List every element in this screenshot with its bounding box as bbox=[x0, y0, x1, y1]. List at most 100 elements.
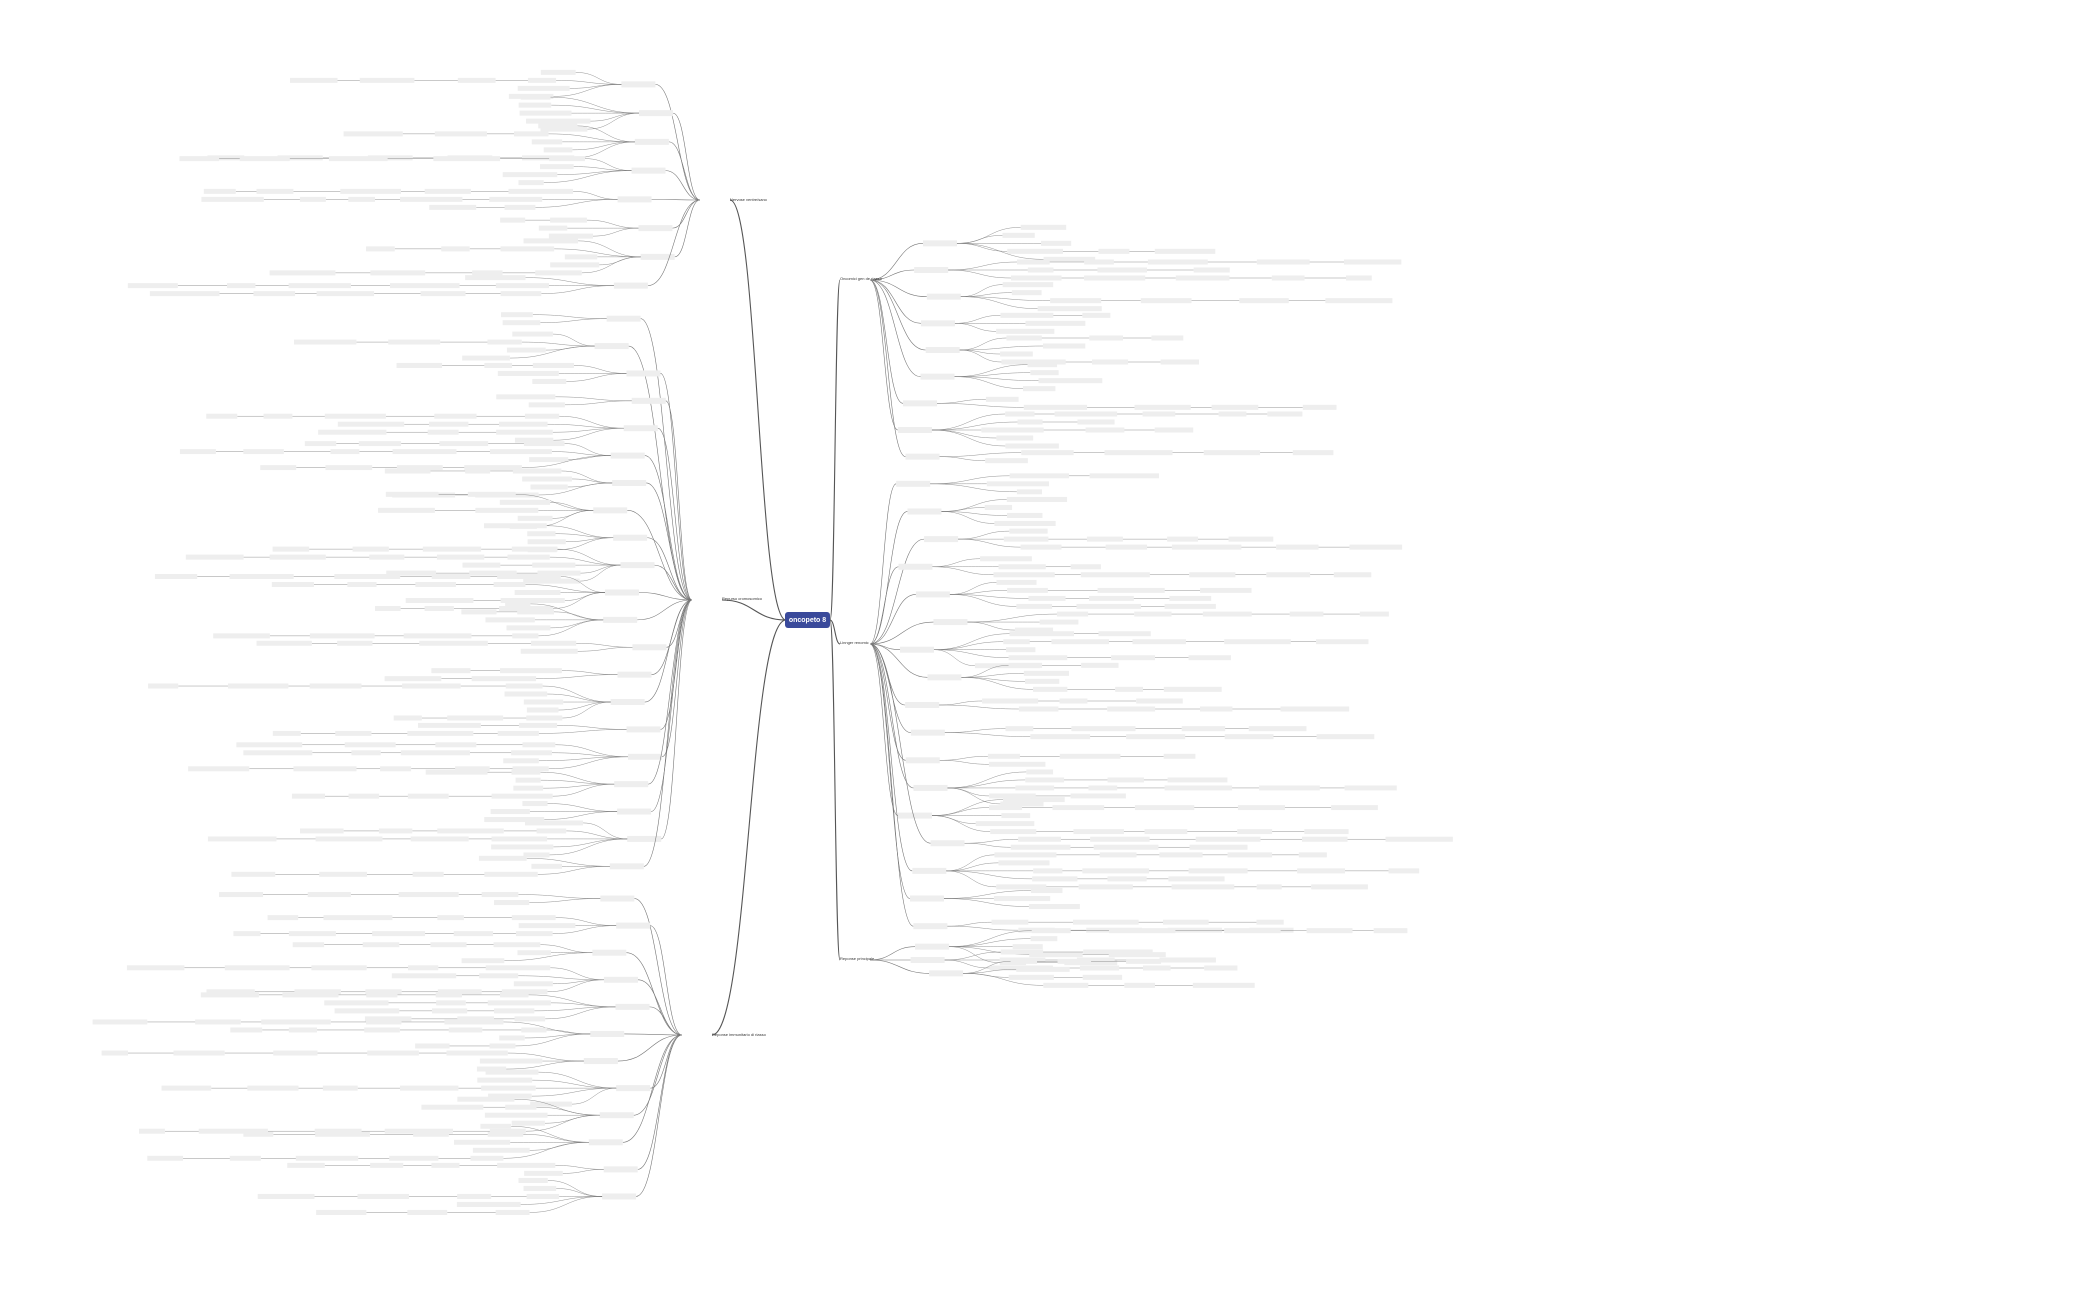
leaf-node[interactable] bbox=[526, 707, 559, 713]
leaf-node[interactable] bbox=[288, 283, 351, 289]
leaf-node[interactable] bbox=[334, 574, 401, 579]
leaf-node[interactable] bbox=[384, 1128, 454, 1134]
leaf-node[interactable] bbox=[1010, 958, 1038, 964]
leaf-node[interactable] bbox=[1188, 868, 1248, 874]
leaf-node[interactable] bbox=[1032, 876, 1078, 882]
leaf-node[interactable] bbox=[1078, 884, 1133, 890]
leaf-node[interactable] bbox=[448, 1027, 483, 1033]
leaf-node[interactable] bbox=[201, 196, 264, 202]
leaf-node[interactable] bbox=[1276, 544, 1319, 550]
leaf-node[interactable] bbox=[207, 155, 245, 161]
leaf-node[interactable] bbox=[233, 931, 261, 937]
leaf-node[interactable] bbox=[523, 238, 579, 244]
leaf-node[interactable] bbox=[1333, 572, 1372, 578]
leaf-node[interactable] bbox=[524, 1170, 563, 1176]
leaf-node[interactable] bbox=[1134, 404, 1191, 410]
sub-node[interactable] bbox=[913, 923, 948, 930]
leaf-node[interactable] bbox=[1010, 844, 1071, 850]
leaf-node[interactable] bbox=[1084, 259, 1114, 265]
leaf-node[interactable] bbox=[243, 750, 313, 756]
leaf-node[interactable] bbox=[364, 1027, 400, 1033]
leaf-node[interactable] bbox=[550, 262, 600, 268]
sub-node[interactable] bbox=[604, 589, 639, 596]
leaf-node[interactable] bbox=[996, 884, 1047, 890]
leaf-node[interactable] bbox=[340, 188, 401, 194]
leaf-node[interactable] bbox=[229, 574, 294, 579]
leaf-node[interactable] bbox=[489, 1043, 516, 1049]
leaf-node[interactable] bbox=[407, 1209, 448, 1215]
leaf-node[interactable] bbox=[1163, 919, 1209, 925]
sub-node[interactable] bbox=[617, 808, 652, 815]
leaf-node[interactable] bbox=[263, 413, 293, 419]
leaf-node[interactable] bbox=[508, 188, 574, 194]
leaf-node[interactable] bbox=[415, 582, 456, 587]
leaf-node[interactable] bbox=[213, 633, 270, 639]
leaf-node[interactable] bbox=[518, 1177, 548, 1183]
leaf-node[interactable] bbox=[1325, 298, 1393, 304]
leaf-node[interactable] bbox=[537, 570, 581, 576]
sub-node[interactable] bbox=[609, 863, 644, 870]
leaf-node[interactable] bbox=[1023, 670, 1070, 676]
leaf-node[interactable] bbox=[484, 523, 547, 529]
leaf-node[interactable] bbox=[1025, 320, 1086, 326]
leaf-node[interactable] bbox=[1142, 965, 1171, 971]
leaf-node[interactable] bbox=[1311, 884, 1368, 890]
sub-node[interactable] bbox=[616, 922, 651, 929]
leaf-node[interactable] bbox=[1057, 958, 1092, 964]
leaf-node[interactable] bbox=[1018, 836, 1061, 842]
sub-node[interactable] bbox=[929, 970, 964, 977]
leaf-node[interactable] bbox=[1014, 627, 1054, 633]
leaf-node[interactable] bbox=[527, 77, 557, 83]
leaf-node[interactable] bbox=[1304, 829, 1349, 835]
leaf-node[interactable] bbox=[437, 989, 482, 995]
leaf-node[interactable] bbox=[430, 942, 467, 948]
leaf-node[interactable] bbox=[1181, 726, 1226, 732]
leaf-node[interactable] bbox=[315, 836, 383, 842]
leaf-node[interactable] bbox=[257, 1193, 315, 1199]
sub-node[interactable] bbox=[623, 425, 658, 432]
sub-node[interactable] bbox=[613, 534, 648, 541]
leaf-node[interactable] bbox=[288, 1027, 318, 1033]
leaf-node[interactable] bbox=[271, 582, 314, 587]
leaf-node[interactable] bbox=[987, 753, 1020, 759]
leaf-node[interactable] bbox=[1154, 248, 1216, 254]
leaf-node[interactable] bbox=[272, 730, 301, 736]
leaf-node[interactable] bbox=[518, 102, 552, 108]
leaf-node[interactable] bbox=[127, 283, 178, 289]
leaf-node[interactable] bbox=[1021, 450, 1074, 456]
leaf-node[interactable] bbox=[984, 504, 1013, 510]
leaf-node[interactable] bbox=[1005, 726, 1034, 732]
leaf-node[interactable] bbox=[385, 491, 439, 497]
leaf-node[interactable] bbox=[126, 965, 185, 971]
leaf-node[interactable] bbox=[515, 777, 541, 783]
leaf-node[interactable] bbox=[520, 648, 578, 654]
leaf-node[interactable] bbox=[1248, 726, 1307, 732]
sub-node[interactable] bbox=[603, 616, 638, 623]
sub-node[interactable] bbox=[909, 895, 944, 902]
leaf-node[interactable] bbox=[998, 860, 1050, 866]
leaf-node[interactable] bbox=[1151, 335, 1184, 341]
leaf-node[interactable] bbox=[991, 919, 1029, 925]
leaf-node[interactable] bbox=[290, 77, 338, 83]
leaf-node[interactable] bbox=[485, 617, 535, 623]
leaf-node[interactable] bbox=[1154, 427, 1194, 433]
leaf-node[interactable] bbox=[514, 1016, 546, 1022]
leaf-node[interactable] bbox=[489, 449, 552, 455]
leaf-node[interactable] bbox=[472, 1147, 530, 1153]
leaf-node[interactable] bbox=[419, 640, 488, 646]
leaf-node[interactable] bbox=[497, 370, 559, 376]
leaf-node[interactable] bbox=[485, 965, 551, 971]
sub-node[interactable] bbox=[638, 225, 673, 232]
branch-label-2[interactable]: Reponse immunitario di riasso bbox=[712, 1032, 766, 1037]
leaf-node[interactable] bbox=[1124, 982, 1155, 988]
leaf-node[interactable] bbox=[362, 942, 400, 948]
leaf-node[interactable] bbox=[1159, 852, 1203, 858]
leaf-node[interactable] bbox=[424, 188, 471, 194]
leaf-node[interactable] bbox=[1025, 678, 1060, 684]
leaf-node[interactable] bbox=[444, 1019, 504, 1025]
sub-node[interactable] bbox=[915, 943, 950, 950]
leaf-node[interactable] bbox=[236, 742, 303, 748]
leaf-node[interactable] bbox=[1020, 224, 1067, 230]
leaf-node[interactable] bbox=[511, 546, 558, 552]
leaf-node[interactable] bbox=[366, 1019, 402, 1025]
